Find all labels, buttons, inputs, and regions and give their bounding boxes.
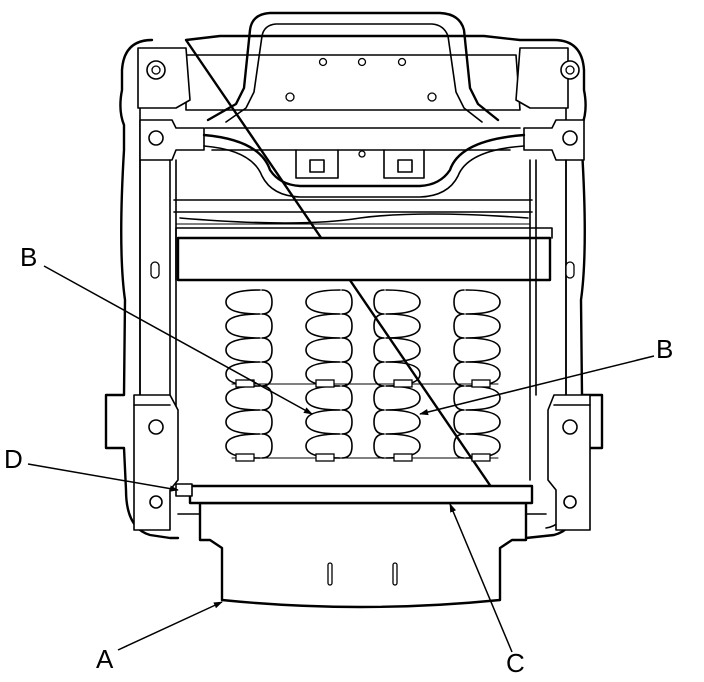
- right-side-frame: [529, 159, 567, 481]
- left-lower-bolt: [148, 419, 164, 435]
- callout-b-right: B: [656, 334, 673, 364]
- spring-2-right: [341, 289, 353, 459]
- cross-clip-hole: [358, 150, 366, 158]
- callout-c: C: [506, 648, 525, 678]
- top-handle-inner: [225, 23, 483, 123]
- cross-tube-inner: [203, 145, 525, 198]
- top-plate-hole: [285, 92, 295, 102]
- seat-shell-outline: [104, 34, 604, 540]
- right-lower-bolt-2: [563, 495, 577, 509]
- left-upper-bracket: [137, 47, 191, 109]
- callout-d: D: [4, 444, 23, 474]
- lower-cover-a: [198, 501, 528, 609]
- right-lower-bolt: [562, 419, 578, 435]
- spring-clip: [393, 379, 413, 388]
- left-upper-bolt-inner: [151, 65, 161, 75]
- right-hinge-bolt: [562, 130, 578, 146]
- cover-slot: [327, 562, 333, 586]
- leader-b-right: [419, 355, 655, 416]
- callout-b-left: B: [20, 242, 37, 272]
- cross-clip: [295, 149, 425, 179]
- callout-a: A: [96, 644, 114, 674]
- spring-clip: [315, 453, 335, 462]
- right-hinge-bracket: [523, 119, 585, 161]
- right-upper-bolt-inner: [565, 65, 575, 75]
- spring-2: [305, 289, 341, 459]
- leader-a: [117, 601, 223, 651]
- cover-slot: [392, 562, 398, 586]
- leader-c: [449, 503, 513, 653]
- left-hinge-bolt: [148, 130, 164, 146]
- leader-d: [27, 463, 179, 492]
- spring-clip: [235, 379, 255, 388]
- clip-d: [175, 483, 193, 497]
- right-lower-bracket: [547, 394, 591, 531]
- top-plate-hole: [427, 92, 437, 102]
- spring-3: [373, 289, 385, 459]
- right-upper-bracket: [515, 47, 569, 109]
- spring-clip: [471, 453, 491, 462]
- spring-clip: [393, 453, 413, 462]
- spring-clip: [471, 379, 491, 388]
- upper-rail: [173, 199, 533, 224]
- top-handle-frame: [206, 11, 500, 122]
- spring-clip: [235, 453, 255, 462]
- trim-strip-c: [188, 484, 534, 505]
- leader-b-left: [43, 265, 313, 415]
- cross-tube: [202, 133, 526, 188]
- cross-plate: [204, 127, 521, 151]
- spring-4: [453, 289, 465, 459]
- left-lower-bracket: [133, 394, 179, 531]
- left-slot: [150, 261, 160, 279]
- right-slot: [565, 261, 575, 279]
- top-plate-hole: [357, 57, 367, 67]
- spring-3-right: [385, 289, 421, 459]
- spring-clip: [315, 379, 335, 388]
- spring-1: [225, 289, 261, 459]
- spring-cross-wire: [231, 383, 499, 459]
- top-plate-hole: [397, 57, 407, 67]
- lumbar-bar: [176, 236, 552, 282]
- spring-1-right: [261, 289, 273, 459]
- top-plate-hole: [318, 57, 328, 67]
- left-lower-bolt-2: [149, 495, 163, 509]
- left-hinge-bracket: [139, 119, 205, 161]
- spring-4-right: [465, 289, 501, 459]
